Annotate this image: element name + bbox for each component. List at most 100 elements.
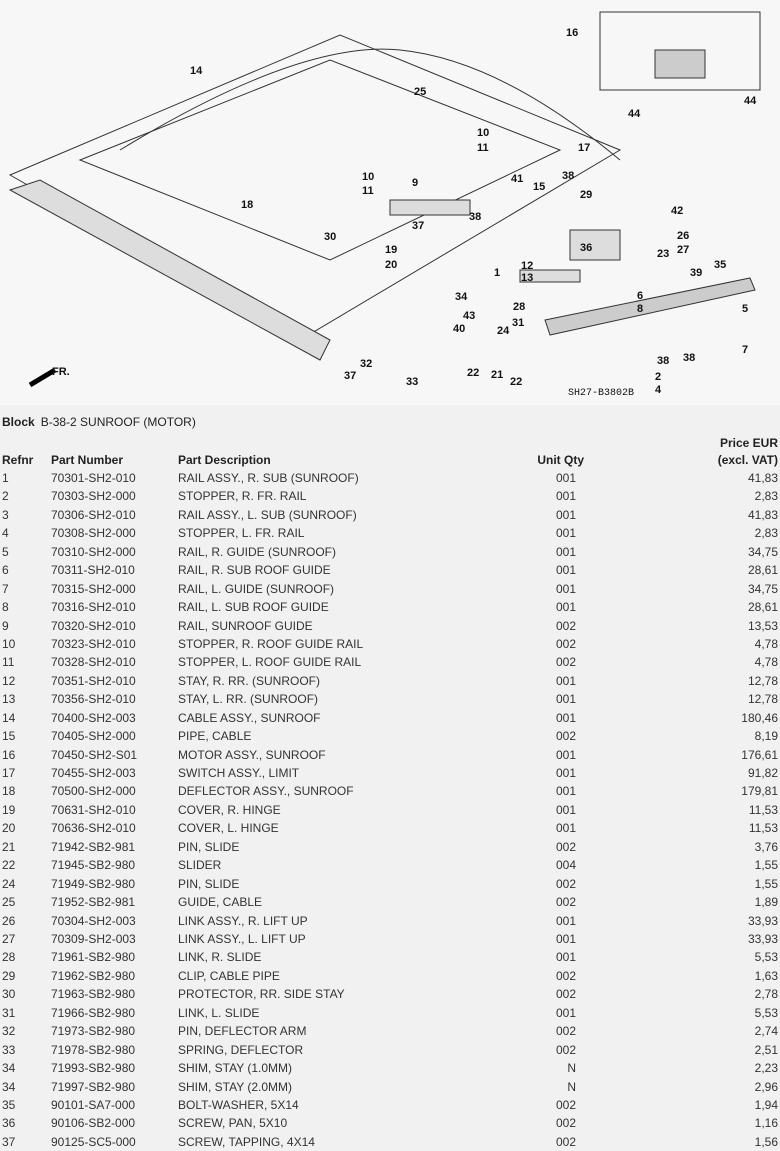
- price-cell: 11,53: [748, 802, 778, 817]
- price-cell: 2,83: [754, 489, 778, 504]
- refnr-cell: 1: [2, 471, 9, 485]
- part-description-cell: LINK ASSY., L. LIFT UP: [178, 932, 306, 946]
- part-description-cell: LINK ASSY., R. LIFT UP: [178, 913, 308, 928]
- refnr-cell: 29: [2, 968, 16, 983]
- price-cell: 1,89: [754, 895, 778, 910]
- callout-32: 32: [360, 358, 372, 370]
- part-description-cell: RAIL ASSY., R. SUB (SUNROOF): [178, 471, 359, 485]
- callout-31: 31: [512, 317, 524, 329]
- part-number-cell: 70308-SH2-000: [51, 526, 136, 541]
- part-number-cell: 70405-SH2-000: [51, 729, 136, 744]
- part-number-cell: 90125-SC5-000: [51, 1134, 136, 1149]
- unit-qty-cell: 002: [555, 1042, 576, 1057]
- callout-22: 22: [510, 376, 522, 388]
- part-number-cell: 70315-SH2-000: [51, 581, 136, 596]
- unit-qty-cell: 002: [555, 839, 576, 854]
- part-number-cell: 71952-SB2-981: [51, 895, 136, 910]
- callout-40: 40: [453, 323, 465, 335]
- unit-qty-cell: 001: [555, 1005, 576, 1020]
- header-qty: Unit Qty: [537, 453, 584, 467]
- part-description-cell: GUIDE, CABLE: [178, 895, 263, 910]
- part-description-cell: CABLE ASSY., SUNROOF: [178, 710, 321, 725]
- refnr-cell: 21: [2, 839, 16, 854]
- price-cell: 11,53: [748, 821, 778, 836]
- unit-qty-cell: 001: [555, 581, 576, 596]
- unit-qty-cell: 002: [555, 876, 576, 891]
- part-description-cell: STOPPER, L. ROOF GUIDE RAIL: [178, 655, 362, 670]
- unit-qty-cell: 001: [555, 913, 576, 928]
- price-cell: 2,96: [754, 1079, 778, 1094]
- unit-qty-cell: 001: [555, 950, 576, 965]
- callout-17: 17: [578, 142, 590, 154]
- part-number-cell: 70303-SH2-000: [51, 489, 136, 504]
- price-cell: 2,74: [754, 1024, 778, 1039]
- guide-rail-part: [389, 199, 471, 216]
- callout-19: 19: [385, 244, 397, 256]
- unit-qty-cell: 001: [555, 563, 576, 578]
- roof-panel-outline: [78, 59, 562, 261]
- refnr-cell: 14: [2, 710, 16, 725]
- unit-qty-cell: 001: [555, 673, 576, 688]
- price-cell: 5,53: [754, 1005, 778, 1020]
- part-description-cell: STOPPER, R. FR. RAIL: [178, 489, 307, 504]
- refnr-cell: 9: [2, 618, 9, 633]
- part-number-cell: 70316-SH2-010: [51, 600, 136, 615]
- price-cell: 91,82: [747, 766, 778, 781]
- refnr-cell: 30: [2, 987, 16, 1002]
- part-number-cell: 71963-SB2-980: [51, 987, 136, 1002]
- unit-qty-cell: 001: [555, 507, 576, 522]
- price-cell: 5,53: [754, 950, 778, 965]
- callout-16: 16: [566, 27, 578, 39]
- refnr-cell: 10: [2, 636, 16, 651]
- part-description-cell: LINK, L. SLIDE: [178, 1005, 260, 1020]
- refnr-cell: 8: [2, 600, 9, 615]
- price-cell: 1,55: [754, 858, 778, 873]
- part-description-cell: SPRING, DEFLECTOR: [178, 1042, 304, 1057]
- refnr-cell: 34: [2, 1079, 16, 1094]
- part-description-cell: SHIM, STAY (1.0MM): [178, 1061, 293, 1076]
- unit-qty-cell: 001: [555, 802, 576, 817]
- callout-42: 42: [671, 205, 683, 217]
- part-number-cell: 90101-SA7-000: [51, 1097, 136, 1112]
- price-cell: 41,83: [747, 471, 778, 485]
- exploded-view-drawing: FR. SH27-B3802B 142516444410114117381591…: [8, 11, 761, 399]
- callout-11: 11: [362, 185, 374, 197]
- part-number-cell: 70311-SH2-010: [51, 563, 135, 578]
- price-cell: 180,46: [741, 710, 778, 725]
- part-description-cell: CLIP, CABLE PIPE: [178, 968, 280, 983]
- part-description-cell: PIN, DEFLECTOR ARM: [178, 1024, 307, 1039]
- price-cell: 179,81: [741, 784, 778, 799]
- refnr-cell: 17: [2, 766, 16, 781]
- callout-9: 9: [412, 177, 418, 189]
- callout-4: 4: [655, 384, 662, 396]
- refnr-cell: 6: [2, 563, 9, 578]
- part-number-cell: 70320-SH2-010: [51, 618, 136, 633]
- part-description-cell: SLIDER: [178, 858, 222, 873]
- callout-37: 37: [412, 220, 424, 232]
- price-cell: 1,94: [754, 1097, 778, 1112]
- callout-12: 12: [521, 260, 533, 272]
- unit-qty-cell: 002: [555, 1134, 576, 1149]
- part-number-cell: 70351-SH2-010: [51, 673, 136, 688]
- part-number-cell: 70306-SH2-010: [51, 507, 136, 522]
- unit-qty-cell: 002: [555, 987, 576, 1002]
- part-description-cell: COVER, L. HINGE: [178, 821, 279, 836]
- price-cell: 1,16: [754, 1116, 778, 1131]
